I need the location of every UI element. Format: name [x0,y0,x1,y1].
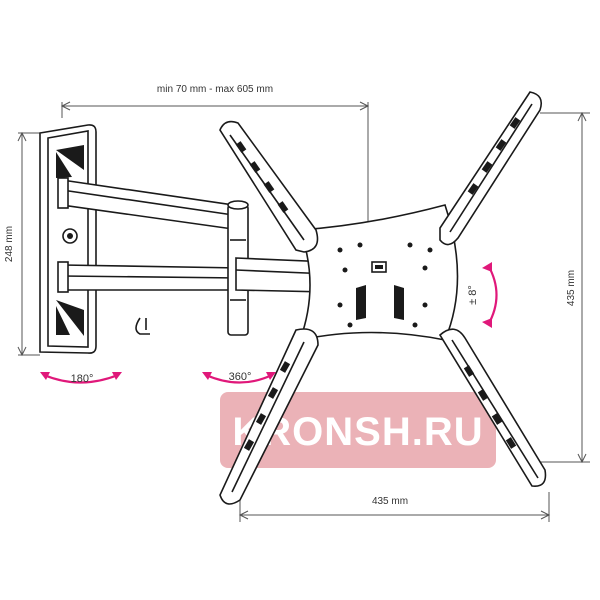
vesa-width-label: 435 mm [372,496,408,507]
bracket-arm-bottom-left [219,328,319,505]
wall-swivel-label: 180° [71,373,94,385]
wall-plate-height-label: 248 mm [4,226,15,262]
arm-extension-label: min 70 mm - max 605 mm [157,84,273,95]
tilt-label: ± 8° [467,285,479,305]
vesa-bracket [219,91,547,505]
arm-rotation-label: 360° [229,371,252,383]
bracket-arm-top-right [439,91,543,246]
plate-holes [337,242,433,328]
wall-plate [39,124,97,354]
bracket-arm-top-left [219,120,319,253]
wall-swivel-indicator: 180° [40,372,122,385]
wall-plate-height-dimension: 248 mm [4,131,40,357]
vesa-width-dimension: 435 mm [238,492,551,522]
arm-rotation-indicator: 360° [202,371,276,384]
tilt-indicator: ± 8° [467,262,498,328]
vesa-height-label: 435 mm [566,270,577,306]
bracket-arm-bottom-right [438,328,547,487]
articulating-arms [57,177,331,336]
vesa-height-dimension: 435 mm [540,111,590,464]
arm-extension-dimension: min 70 mm - max 605 mm [60,84,370,225]
